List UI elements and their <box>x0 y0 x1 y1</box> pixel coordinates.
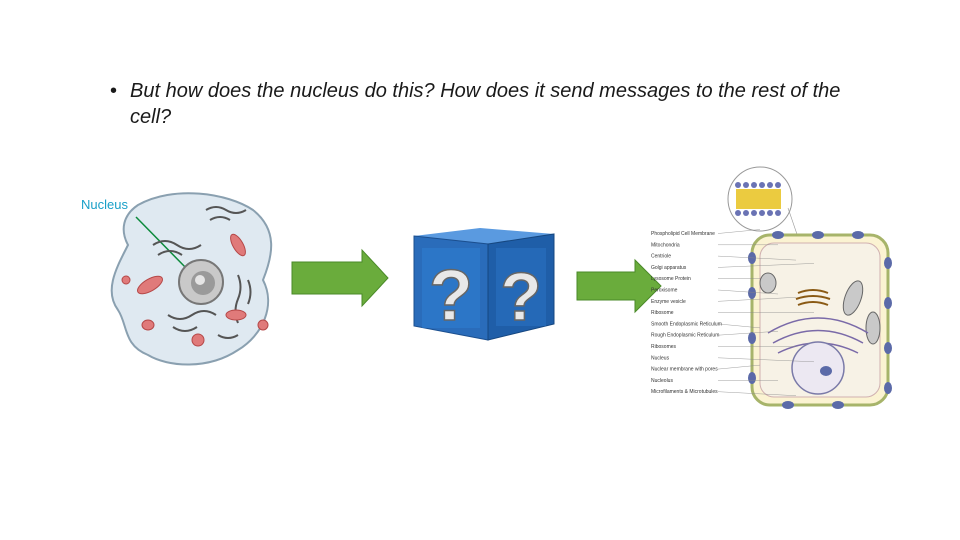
plant-label-3: Golgi apparatus <box>651 265 687 271</box>
golgi-apparatus <box>795 289 831 306</box>
arrow-to-box <box>291 248 389 308</box>
plant-nucleus <box>791 341 845 395</box>
plant-mitochondria <box>759 272 881 345</box>
plant-leader-line-3 <box>717 263 815 268</box>
plant-label-0: Phospholipid Cell Membrane <box>651 231 715 237</box>
plant-label-11: Nucleus <box>651 355 670 361</box>
plant-cell-diagram: Phospholipid Cell MembraneMitochondriaCe… <box>651 166 892 409</box>
plant-cell-labels: Phospholipid Cell MembraneMitochondriaCe… <box>651 229 815 396</box>
slide-bullet: • But how does the nucleus do this? How … <box>110 78 850 130</box>
nucleus-pointer-line <box>135 216 189 271</box>
question-mark-right: ? <box>500 259 542 335</box>
plant-leader-line-14 <box>717 391 797 396</box>
membrane-proteins <box>748 231 892 409</box>
mitochondria <box>121 233 269 347</box>
bullet-marker: • <box>110 80 118 102</box>
nucleus-label: Nucleus <box>81 197 128 212</box>
plant-label-7: Ribosome <box>651 310 674 316</box>
plant-label-6: Enzyme vesicle <box>651 299 686 305</box>
question-mark-left: ? <box>429 256 473 336</box>
plant-label-13: Nucleolus <box>651 378 673 384</box>
plant-label-5: Peroxisome <box>651 288 678 294</box>
plant-label-4: Lysosome Protein <box>651 276 691 282</box>
box-top-face <box>414 228 554 244</box>
plant-leader-line-8 <box>717 323 761 329</box>
plant-leader-line-0 <box>717 229 761 234</box>
plant-leader-line-12 <box>717 364 761 370</box>
mystery-question-box: ? ? <box>413 228 555 341</box>
plant-leader-line-5 <box>717 289 779 295</box>
arrow-to-plant-cell <box>576 258 662 314</box>
plant-leader-line-6 <box>717 297 797 302</box>
plant-leader-line-2 <box>717 255 797 261</box>
plant-label-9: Rough Endoplasmic Reticulum <box>651 333 719 339</box>
plant-leader-line-11 <box>717 357 815 362</box>
bullet-question-text: But how does the nucleus do this? How do… <box>130 80 841 128</box>
plant-label-8: Smooth Endoplasmic Reticulum <box>651 321 722 327</box>
animal-cell-figure: Nucleus <box>81 192 273 366</box>
plant-label-2: Centriole <box>651 254 671 260</box>
plant-label-10: Ribosomes <box>651 344 677 350</box>
plant-label-14: Microfilaments & Microtubules <box>651 389 718 395</box>
membrane-zoom-inset <box>727 166 801 244</box>
plant-leader-line-9 <box>717 331 779 336</box>
plant-label-1: Mitochondria <box>651 242 680 248</box>
plant-label-12: Nuclear membrane with pores <box>651 367 718 373</box>
cell-interior <box>759 242 881 398</box>
nucleus-organelle <box>178 259 224 305</box>
